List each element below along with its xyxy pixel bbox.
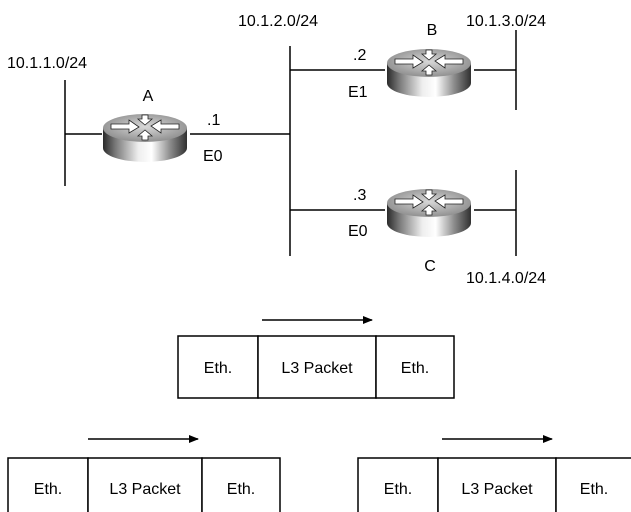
router-c-host-label: .3 <box>353 187 366 204</box>
frame-trailer-label: Eth. <box>401 360 429 377</box>
frame-payload-cell <box>257 335 377 399</box>
frame-header-label: Eth. <box>204 360 232 377</box>
frame-right <box>357 457 631 512</box>
links <box>64 30 517 256</box>
subnet-shared-label: 10.1.2.0/24 <box>238 13 318 30</box>
router-c-icon[interactable] <box>386 188 472 238</box>
router-b-host-label: .2 <box>353 47 366 64</box>
frame-trailer-cell <box>201 457 281 512</box>
frame-header-label: Eth. <box>384 481 412 498</box>
frame-payload-cell <box>437 457 557 512</box>
frame-trailer-cell <box>555 457 631 512</box>
frame-middle <box>177 335 455 399</box>
frame-trailer-label: Eth. <box>227 481 255 498</box>
frame-left <box>7 457 281 512</box>
frame-payload-label: L3 Packet <box>109 481 181 498</box>
subnet-lan-c-label: 10.1.4.0/24 <box>466 270 546 287</box>
router-a-host-label: .1 <box>207 112 220 129</box>
frame-payload-label: L3 Packet <box>461 481 533 498</box>
router-c-interface-label: E0 <box>348 223 368 240</box>
router-a-icon[interactable] <box>102 113 188 163</box>
router-b-interface-label: E1 <box>348 84 368 101</box>
frame-header-cell <box>357 457 439 512</box>
router-a-interface-label: E0 <box>203 148 223 165</box>
router-b-icon[interactable] <box>386 48 472 98</box>
router-b-label: B <box>427 22 438 39</box>
subnet-lan-a-label: 10.1.1.0/24 <box>7 55 87 72</box>
router-c-label: C <box>424 258 436 275</box>
frame-header-label: Eth. <box>34 481 62 498</box>
router-a-label: A <box>143 88 154 105</box>
frame-payload-label: L3 Packet <box>281 360 353 377</box>
frame-trailer-label: Eth. <box>580 481 608 498</box>
subnet-lan-b-label: 10.1.3.0/24 <box>466 13 546 30</box>
frame-trailer-cell <box>375 335 455 399</box>
